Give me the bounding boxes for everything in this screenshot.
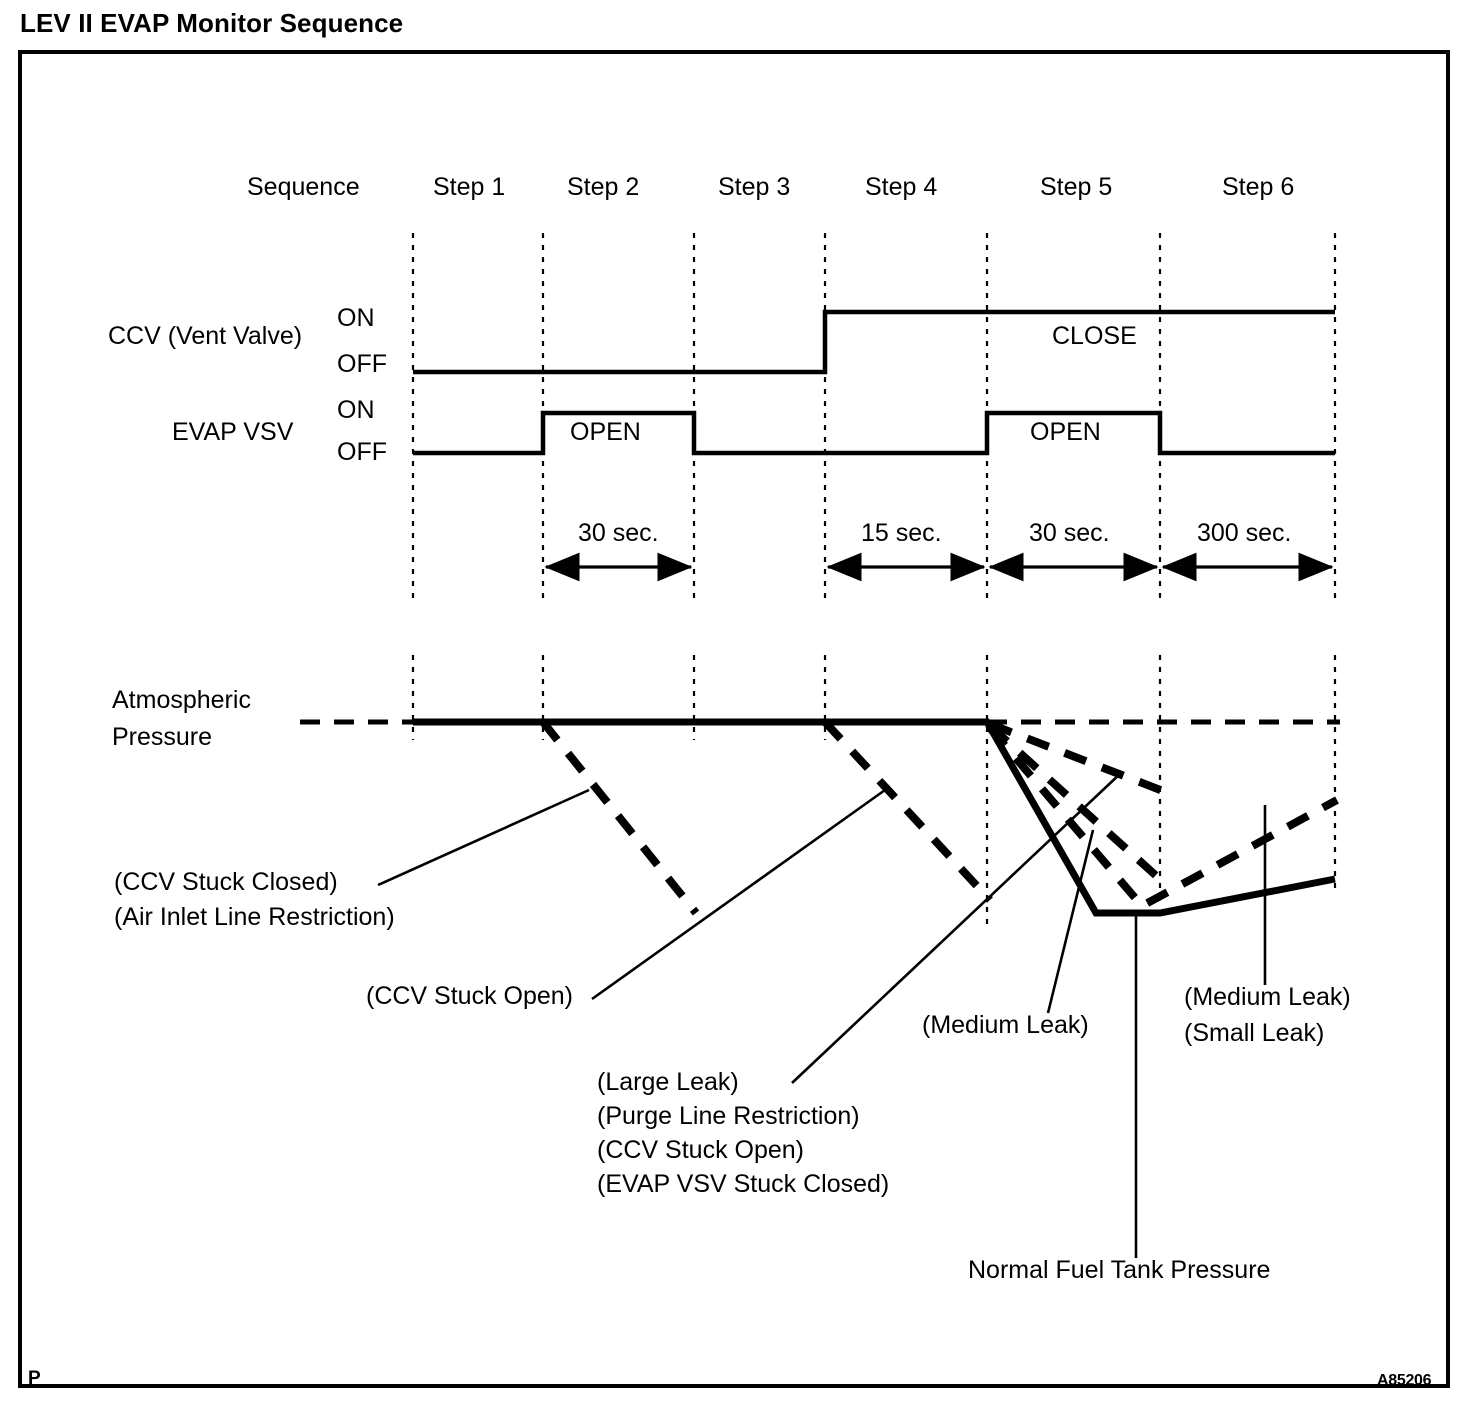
duration-label-15sec: 15 sec.	[861, 519, 942, 547]
evap-vsv-off-label: OFF	[337, 438, 387, 466]
step-label-5: Step 5	[1040, 173, 1113, 201]
atmospheric-pressure-label-line1: Atmospheric	[112, 686, 251, 714]
leader-large-leak	[791, 771, 1123, 1084]
ccv-off-label: OFF	[337, 350, 387, 378]
annotation-medium-leak: (Medium Leak)	[922, 1011, 1089, 1039]
trace-ccv-stuck-open	[822, 719, 993, 903]
sequence-row-label: Sequence	[247, 173, 360, 201]
ccv-on-label: ON	[337, 304, 375, 332]
evap-vsv-on-label: ON	[337, 396, 375, 424]
ccv-signal-name: CCV (Vent Valve)	[108, 322, 303, 350]
annotation-large-leak-line2: (Purge Line Restriction)	[597, 1102, 860, 1130]
annotation-medium-small-leak-line2: (Small Leak)	[1184, 1019, 1325, 1047]
ccv-state-close-label: CLOSE	[1052, 322, 1137, 350]
diagram-frame	[18, 50, 1450, 1388]
step-label-4: Step 4	[865, 173, 938, 201]
duration-label-300sec: 300 sec.	[1197, 519, 1292, 547]
evap-vsv-signal-name: EVAP VSV	[172, 418, 294, 446]
normal-fuel-tank-pressure-label: Normal Fuel Tank Pressure	[968, 1256, 1271, 1284]
annotation-large-leak-line1: (Large Leak)	[597, 1068, 739, 1096]
figure-code: A85206	[1377, 1372, 1432, 1389]
trace-ccv-stuck-closed	[539, 719, 700, 916]
atmospheric-pressure-label-line2: Pressure	[112, 723, 213, 751]
ccv-waveform	[413, 309, 1335, 375]
evap-vsv-open-label-2: OPEN	[1030, 418, 1101, 446]
step-gridlines	[411, 233, 1337, 925]
annotation-ccv-stuck-closed-line1: (CCV Stuck Closed)	[114, 868, 338, 896]
step-label-6: Step 6	[1222, 173, 1295, 201]
evap-vsv-open-label-1: OPEN	[570, 418, 641, 446]
step-label-1: Step 1	[433, 173, 506, 201]
leader-lines	[377, 771, 1267, 1258]
page-title: LEV II EVAP Monitor Sequence	[20, 8, 404, 38]
trace-medium-leak	[987, 723, 1165, 884]
trace-large-leak	[988, 720, 1165, 795]
annotation-ccv-stuck-closed-line2: (Air Inlet Line Restriction)	[114, 903, 395, 931]
duration-label-30sec-b: 30 sec.	[1029, 519, 1110, 547]
duration-label-30sec-a: 30 sec.	[578, 519, 659, 547]
step-label-2: Step 2	[567, 173, 640, 201]
annotation-ccv-stuck-open: (CCV Stuck Open)	[366, 982, 574, 1010]
evap-vsv-waveform	[413, 410, 1335, 456]
annotation-large-leak-line3: (CCV Stuck Open)	[597, 1136, 805, 1164]
step-label-3: Step 3	[718, 173, 791, 201]
leader-ccv-stuck-open	[591, 788, 886, 1001]
leader-medium-leak	[1046, 829, 1095, 1014]
leader-ccv-stuck-closed	[377, 788, 590, 887]
trace-medium-small-leak	[986, 725, 1339, 912]
annotation-large-leak-line4: (EVAP VSV Stuck Closed)	[597, 1170, 890, 1198]
normal-pressure-curve	[413, 718, 1336, 917]
corner-mark: P	[28, 1368, 41, 1389]
annotation-medium-small-leak-line1: (Medium Leak)	[1184, 983, 1351, 1011]
